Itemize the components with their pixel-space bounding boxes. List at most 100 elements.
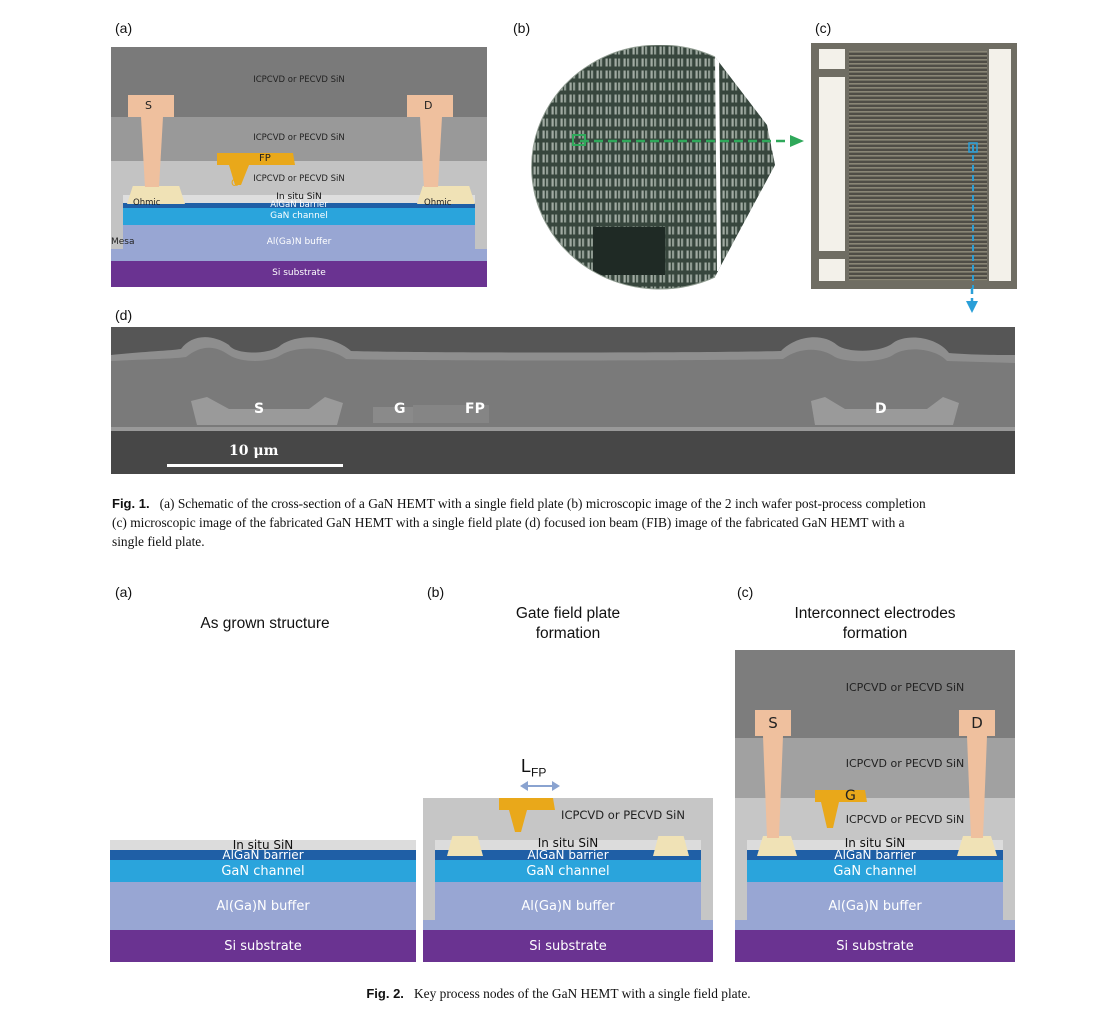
- substrate-label: Si substrate: [272, 268, 326, 278]
- ohmic-contact-left: [127, 186, 185, 204]
- fig2c-ohmic-left: [757, 836, 797, 856]
- fig2b-gate-field-plate: [499, 798, 555, 832]
- wafer-to-die-arrow: [580, 135, 804, 147]
- ohmic-left-label: Ohmic: [133, 198, 161, 208]
- fig2b-lfp-label: LFP: [521, 756, 546, 780]
- fig2b-sin-layer: [423, 798, 713, 840]
- fig1-caption-label: Fig. 1.: [112, 496, 150, 511]
- fig1-caption-line3: single field plate.: [112, 534, 205, 549]
- source-electrode-pad: [128, 95, 174, 117]
- fig1-panel-c-label: (c): [815, 20, 832, 36]
- fig2b-insitu-label: In situ SiN: [537, 836, 599, 850]
- fig1a-schematic: ICPCVD or PECVD SiN ICPCVD or PECVD SiN …: [111, 47, 487, 287]
- fib-image: S G FP D 10 μm: [111, 327, 1015, 474]
- mesa-edge-left: [111, 195, 123, 249]
- fig1-caption-line2: (c) microscopic image of the fabricated …: [112, 515, 905, 530]
- fig2c-channel-label: GaN channel: [833, 863, 917, 879]
- buffer-label: Al(Ga)N buffer: [266, 237, 332, 247]
- fig2b-channel-layer: [435, 860, 701, 882]
- fig2c-mesa-right: [1003, 840, 1015, 920]
- sin-top-label: ICPCVD or PECVD SiN: [253, 75, 345, 85]
- fig1-caption: Fig. 1. (a) Schematic of the cross-secti…: [112, 494, 1012, 551]
- fig2b-substrate-label: Si substrate: [529, 938, 607, 954]
- fig2c-gate-field-plate: [815, 790, 867, 828]
- mesa-edge-right: [475, 195, 487, 249]
- gate-field-plate: [217, 153, 295, 185]
- fig2c-buffer-label: Al(Ga)N buffer: [828, 898, 922, 914]
- fig2b-mesa-right: [701, 840, 713, 920]
- fig2a-insitu: In situ SiN: [110, 838, 416, 852]
- fig2b-barrier-layer: [435, 850, 701, 860]
- device-to-fib-arrow: [966, 288, 978, 313]
- wafer-image: [531, 45, 775, 290]
- fig2-panel-a-label: (a): [115, 584, 133, 600]
- fig2a-title: As grown structure: [200, 615, 330, 632]
- fig2-caption: Fig. 2. Key process nodes of the GaN HEM…: [0, 984, 1117, 1003]
- fig2c-sin-mid-label: ICPCVD or PECVD SiN: [845, 756, 965, 770]
- fig2c-insitu-label: In situ SiN: [844, 836, 906, 850]
- fig1-panel-b-label: (b): [513, 20, 531, 36]
- drain-busbar: [989, 49, 1011, 281]
- fig2b-ohmic-right: [653, 836, 689, 856]
- fig2b-substrate-layer: [423, 930, 713, 962]
- fig2c-sin-top-label: ICPCVD or PECVD SiN: [845, 680, 965, 694]
- drain-electrode-pad: [407, 95, 453, 117]
- insitu-layer: [123, 195, 475, 203]
- fig2c-drain-stem: [967, 736, 987, 838]
- fig2c-source-pad: [755, 710, 791, 736]
- fig1-panel-d-label: (d): [115, 307, 133, 323]
- fig2b-barrier-label: AlGaN barrier: [527, 848, 609, 862]
- fib-source-label: S: [254, 401, 265, 417]
- fig2c-barrier-label: AlGaN barrier: [834, 848, 916, 862]
- source-electrode-stem: [141, 117, 163, 187]
- fig2b-sin-label: ICPCVD or PECVD SiN: [561, 808, 685, 822]
- fig2a-substrate: Si substrate: [110, 930, 416, 962]
- fig2c-drain-pad: [959, 710, 995, 736]
- fig1-panel-a-label: (a): [115, 20, 133, 36]
- fig2c-title-line2: formation: [842, 625, 908, 642]
- fig2-panel-c-label: (c): [737, 584, 754, 600]
- fib-gate-label: G: [394, 401, 406, 417]
- drain-electrode-stem: [420, 117, 442, 187]
- source-busbar: [819, 77, 845, 251]
- fig2b-mesa-left: [423, 840, 435, 920]
- substrate-layer: [111, 261, 487, 287]
- fig2c-insitu-layer: [747, 840, 1003, 850]
- drain-label: D: [424, 99, 433, 112]
- fig2-caption-label: Fig. 2.: [366, 986, 404, 1001]
- sin-low-label: ICPCVD or PECVD SiN: [253, 174, 345, 184]
- fig2a-barrier: AlGaN barrier: [110, 848, 416, 862]
- fig2c-sin-low-label: ICPCVD or PECVD SiN: [845, 812, 965, 826]
- sin-mid-label: ICPCVD or PECVD SiN: [253, 133, 345, 143]
- mesa-label: Mesa: [111, 237, 135, 247]
- fig2b-buffer-layer: [423, 882, 713, 930]
- scale-bar: [167, 464, 343, 467]
- gate-label: G: [231, 178, 239, 189]
- fig2a-buffer: Al(Ga)N buffer: [110, 882, 416, 930]
- fig2c-substrate-layer: [735, 930, 1015, 962]
- insitu-label: In situ SiN: [276, 192, 322, 202]
- fig2c-barrier-layer: [747, 850, 1003, 860]
- fib-drain-label: D: [875, 401, 887, 417]
- fig2b-title-line2: formation: [535, 625, 601, 642]
- pad-bottom-left: [819, 259, 845, 281]
- fig2b-buffer-label: Al(Ga)N buffer: [521, 898, 615, 914]
- fig2b-lfp-arrow: [520, 781, 560, 791]
- fig2c-title: Interconnect electrodes formation: [735, 604, 1015, 644]
- fig2b-stack: ICPCVD or PECVD SiN In situ SiN AlGaN ba…: [423, 798, 713, 962]
- fig2c-mesa-left: [735, 840, 747, 920]
- barrier-label: AlGaN barrier: [270, 200, 328, 210]
- source-label: S: [145, 99, 152, 112]
- fig2c-buffer-layer: [735, 882, 1015, 930]
- fig2-panel-b-label: (b): [427, 584, 445, 600]
- pad-top-left: [819, 49, 845, 69]
- fig1-caption-line1: (a) Schematic of the cross-section of a …: [159, 496, 926, 511]
- channel-layer: [123, 208, 475, 225]
- device-micrograph: [811, 43, 1017, 289]
- fig2c-source-stem: [763, 736, 783, 838]
- buffer-layer: [111, 225, 487, 261]
- fig2c-ohmic-right: [957, 836, 997, 856]
- fig2c-title-line1: Interconnect electrodes: [794, 605, 956, 622]
- fig2b-channel-label: GaN channel: [526, 863, 610, 879]
- fig2b-ohmic-left: [447, 836, 483, 856]
